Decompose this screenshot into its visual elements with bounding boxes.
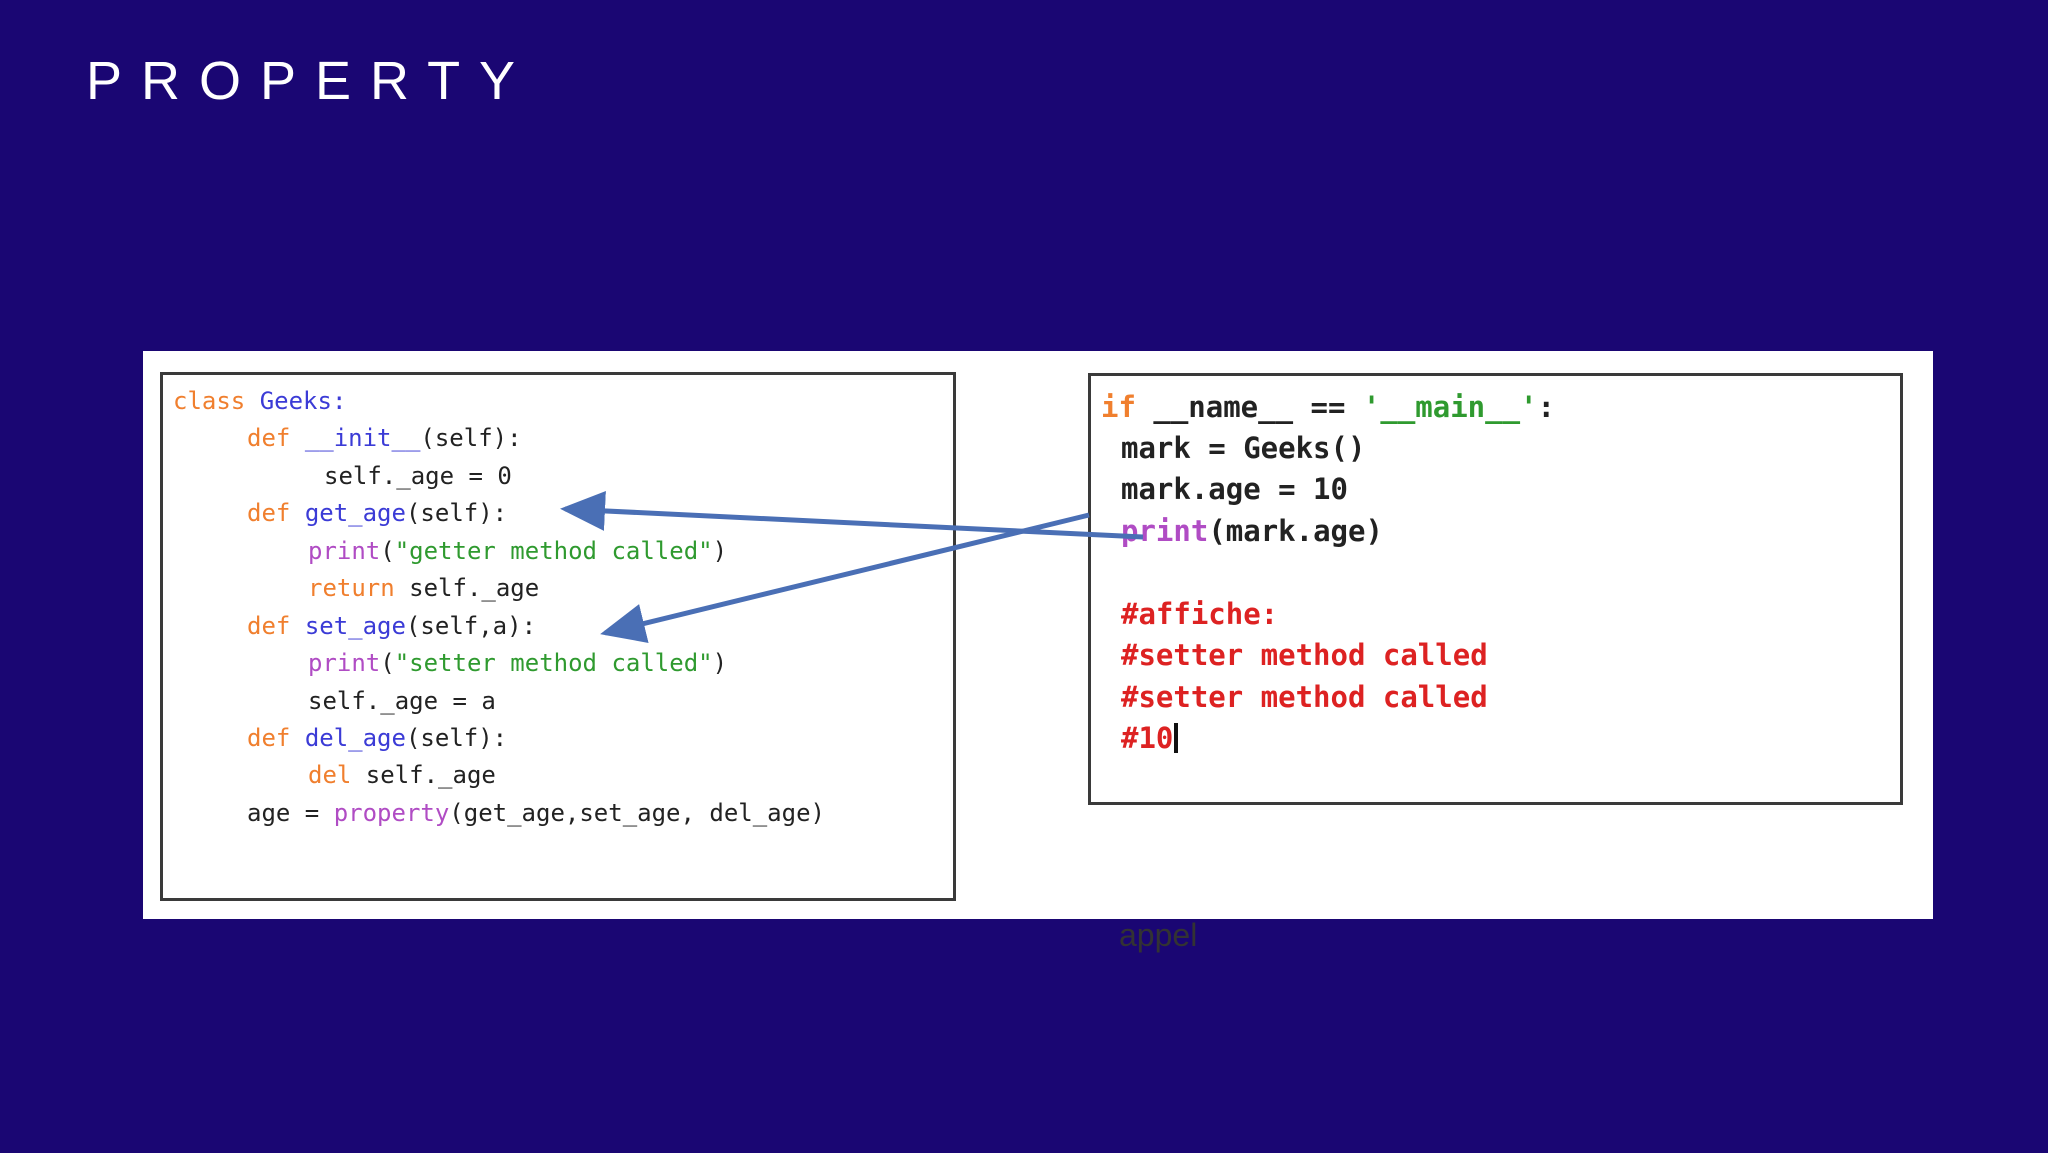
- arrow-print-to-getter: [560, 490, 1144, 540]
- code-line: mark = Geeks(): [1121, 431, 1366, 465]
- code-line: self._age = a: [308, 687, 496, 715]
- comment-line: #setter method called: [1121, 680, 1488, 714]
- code-line: def get_age(self):: [247, 499, 508, 527]
- code-line: def __init__(self):: [247, 424, 522, 452]
- comment-line: #setter method called: [1121, 638, 1488, 672]
- code-line: def set_age(self,a):: [247, 612, 537, 640]
- code-line: print(mark.age): [1121, 514, 1383, 548]
- comment-line: #10: [1121, 721, 1179, 755]
- main-block-code-box: if __name__ == '__main__': mark = Geeks(…: [1088, 373, 1903, 805]
- code-line: class Geeks:: [173, 387, 347, 415]
- class-definition-code-box: class Geeks: def __init__(self): self._a…: [160, 372, 956, 901]
- code-line: self._age = 0: [324, 462, 512, 490]
- call-label: appel: [1119, 917, 1198, 953]
- code-line: if __name__ == '__main__':: [1101, 390, 1555, 424]
- code-line: mark.age = 10: [1121, 472, 1348, 506]
- code-line: def del_age(self):: [247, 724, 508, 752]
- comment-line: #affiche:: [1121, 597, 1279, 631]
- code-line: return self._age: [308, 574, 540, 602]
- code-line: print("setter method called"): [308, 649, 728, 677]
- code-line: print("getter method called"): [308, 537, 728, 565]
- text-cursor: [1174, 723, 1179, 753]
- code-line: del self._age: [308, 761, 496, 789]
- slide-title: PROPERTY: [86, 51, 535, 111]
- call-arrows: [560, 490, 1144, 643]
- code-figure: class Geeks: def __init__(self): self._a…: [143, 351, 1933, 953]
- arrow-assign-to-setter: [600, 512, 1090, 643]
- code-line: age = property(get_age,set_age, del_age): [247, 799, 825, 827]
